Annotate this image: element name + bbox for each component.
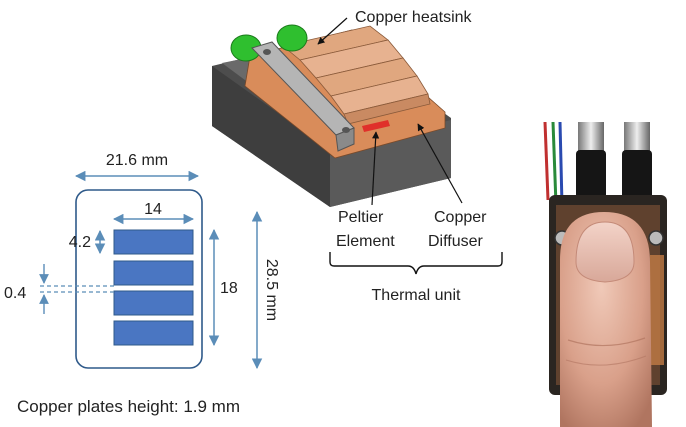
housing-side [212, 66, 330, 207]
screw-hole [263, 49, 271, 55]
peltier-pointer [371, 131, 380, 206]
wire-blue [558, 121, 564, 206]
copper-plate-edge [650, 255, 664, 365]
peltier-label-line2: Element [336, 233, 395, 250]
plates-height-note: Copper plates height: 1.9 mm [17, 397, 240, 416]
device-outline [75, 189, 203, 369]
diffuser-label-line1: Copper [434, 209, 487, 226]
peltier-element [362, 120, 390, 132]
wire-green [551, 121, 558, 206]
stack-height-label: 18 [220, 280, 238, 297]
tube-connector [576, 150, 606, 200]
wire-red [543, 121, 550, 201]
green-tube [276, 24, 308, 52]
device-screw [648, 230, 664, 246]
plate-schematic: 21.6 mm 14 4.2 0.4 18 28.5 mm Copper pla… [4, 152, 280, 416]
thermal-unit-label: Thermal unit [372, 287, 461, 304]
diffuser-label-line2: Diffuser [428, 233, 484, 250]
peltier-label-line1: Peltier [338, 209, 384, 226]
copper-plate [113, 229, 194, 255]
diffuser-pointer [417, 123, 463, 204]
finger-on-device-photo [527, 121, 686, 427]
thermal-unit-render: Copper heatsink Peltier Element Copper D… [212, 9, 503, 304]
heatsink-pointer [317, 17, 348, 45]
plate-height-label: 4.2 [69, 234, 91, 251]
fingernail [575, 221, 635, 283]
finger-crease [565, 355, 647, 366]
gap-label: 0.4 [4, 285, 26, 302]
heatsink-label: Copper heatsink [355, 9, 473, 26]
housing-front [330, 120, 451, 207]
width-label: 21.6 mm [106, 152, 168, 169]
thermal-unit-brace [329, 252, 503, 275]
total-height-label: 28.5 mm [263, 259, 280, 321]
copper-plate [113, 320, 194, 346]
plate-length-label: 14 [144, 201, 162, 218]
copper-plate [113, 260, 194, 286]
tube-connector [622, 150, 652, 200]
screw-hole [342, 127, 350, 133]
copper-plate [113, 290, 194, 316]
finger-crease [567, 337, 646, 347]
